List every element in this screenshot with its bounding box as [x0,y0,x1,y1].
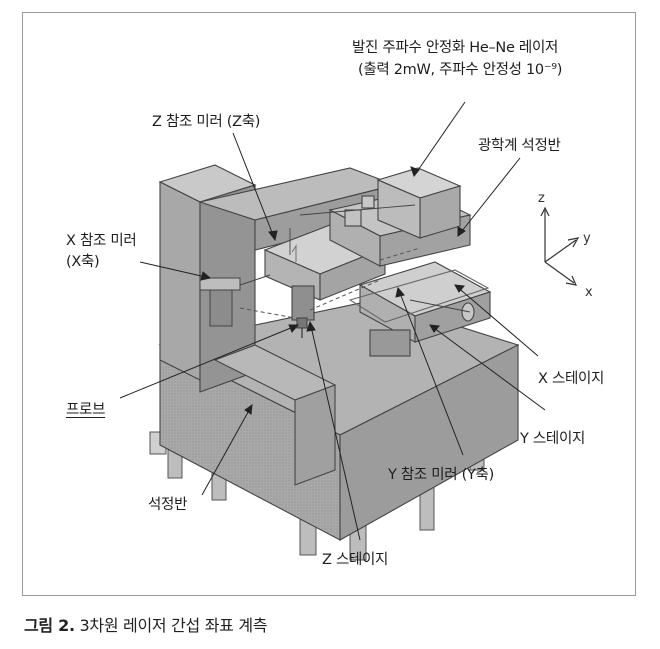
cmm-illustration [119,101,580,561]
leader-lines [119,101,546,541]
x-mirror-assembly [199,274,271,327]
label-granite-base: 석정반 [148,497,188,513]
label-z-mirror: Z 참조 미러 (Z축) [152,114,261,130]
axes-icon [540,206,580,286]
label-z-stage: Z 스테이지 [322,552,389,568]
label-x-mirror-line1: X 참조 미러 [66,233,137,249]
label-x-stage: X 스테이지 [538,371,605,387]
axis-label-y: y [583,231,591,246]
axis-label-x: x [585,285,593,300]
label-laser-line2: (출력 2mW, 주파수 안정성 10⁻⁹) [358,62,563,78]
laser-beams [239,247,421,319]
label-optical-table: 광학계 석정반 [478,138,561,154]
label-y-mirror: Y 참조 미러 (Y축) [388,467,494,483]
figure-frame [22,12,636,596]
axis-label-z: z [538,191,545,206]
label-probe: 프로브 [66,402,106,418]
caption-text: 3차원 레이저 간섭 좌표 계측 [79,616,268,635]
caption-prefix: 그림 2. [24,616,75,635]
figure-caption: 그림 2. 3차원 레이저 간섭 좌표 계측 [24,612,267,636]
label-y-stage: Y 스테이지 [520,431,586,447]
label-laser-line1: 발진 주파수 안정화 He–Ne 레이저 [352,40,559,56]
label-x-mirror-line2: (X축) [66,254,100,270]
